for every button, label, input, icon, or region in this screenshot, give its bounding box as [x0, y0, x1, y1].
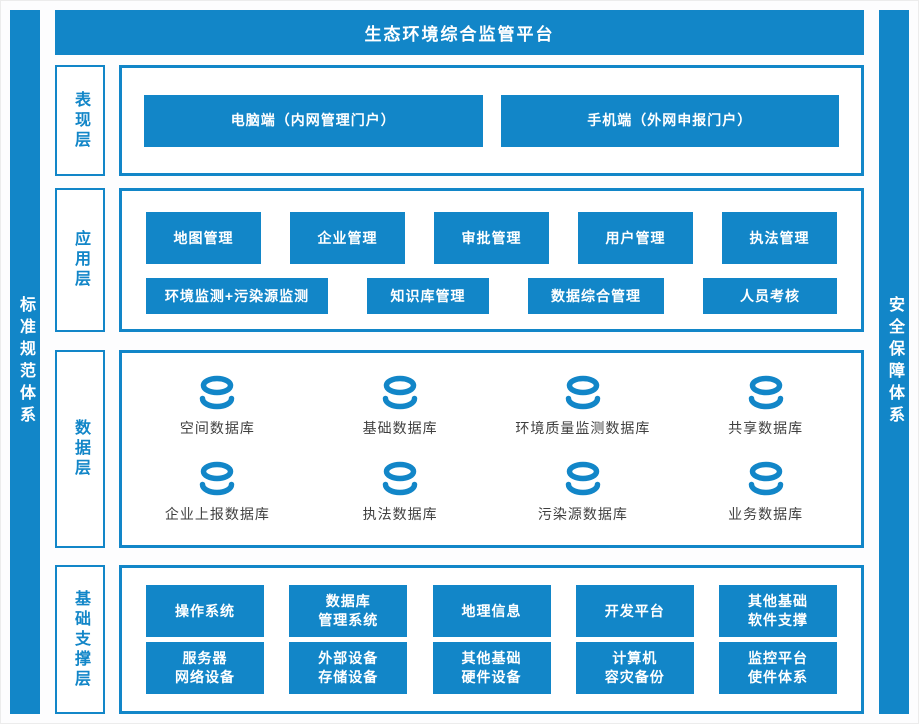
database-icon	[748, 461, 783, 495]
portal-pc-button: 电脑端（内网管理门户）	[144, 94, 483, 147]
infra-button: 监控平台 使件体系	[719, 642, 837, 694]
layer-foundation-label: 基础支撑层	[72, 589, 89, 690]
database-label: 共享数据库	[728, 419, 804, 436]
layer-foundation-body: 操作系统 数据库 管理系统 地理信息 开发平台 其他基础 软件支撑 服务器 网络…	[119, 565, 864, 714]
database-label: 基础数据库	[362, 419, 438, 436]
application-row-2: 环境监测+污染源监测 知识库管理 数据综合管理 人员考核	[146, 278, 837, 314]
infra-button: 操作系统	[146, 585, 264, 637]
platform-title-bar: 生态环境综合监管平台	[55, 10, 864, 55]
app-module-button: 环境监测+污染源监测	[146, 278, 328, 314]
app-module-button: 知识库管理	[367, 278, 489, 314]
database-icon	[565, 461, 601, 495]
app-module-button: 企业管理	[290, 212, 405, 264]
layer-data-labelbox: 数据层	[55, 350, 105, 548]
platform-title: 生态环境综合监管平台	[364, 25, 555, 44]
layer-data: 数据层 空间数据库 基础数据库	[55, 350, 864, 548]
foundation-row-2: 服务器 网络设备 外部设备 存储设备 其他基础 硬件设备 计算机 容灾备份 监控…	[146, 642, 837, 694]
diagram-center-column: 生态环境综合监管平台 表现层 电脑端（内网管理门户） 手机端（外网申报门户） 应…	[55, 10, 864, 714]
database-icon	[565, 375, 601, 409]
portal-mobile-button: 手机端（外网申报门户）	[500, 94, 839, 147]
layer-application-labelbox: 应用层	[55, 188, 105, 332]
database-label: 环境质量监测数据库	[515, 419, 651, 436]
infra-button: 数据库 管理系统	[289, 585, 408, 637]
infra-button: 地理信息	[432, 585, 551, 637]
database-label: 空间数据库	[179, 419, 255, 436]
app-module-button: 用户管理	[578, 212, 693, 264]
database-item: 污染源数据库	[492, 461, 675, 524]
layer-foundation: 基础支撑层 操作系统 数据库 管理系统 地理信息 开发平台 其他基础 软件支撑 …	[55, 565, 864, 714]
infra-button: 其他基础 软件支撑	[719, 585, 837, 637]
database-item: 企业上报数据库	[126, 461, 309, 524]
layer-data-body: 空间数据库 基础数据库 环境质量监测数据库	[119, 350, 864, 548]
layer-presentation-labelbox: 表现层	[55, 65, 105, 176]
database-label: 执法数据库	[362, 505, 438, 522]
database-item: 环境质量监测数据库	[492, 375, 675, 438]
layer-presentation-label: 表现层	[72, 90, 89, 151]
pillar-security-label: 安全保障体系	[886, 296, 903, 428]
database-item: 空间数据库	[126, 375, 309, 438]
layer-presentation: 表现层 电脑端（内网管理门户） 手机端（外网申报门户）	[55, 65, 864, 176]
pillar-standards-label: 标准规范体系	[17, 296, 34, 428]
database-icon	[200, 461, 235, 495]
infra-button: 计算机 容灾备份	[575, 642, 694, 694]
database-icon	[382, 461, 418, 495]
database-item: 共享数据库	[674, 375, 857, 438]
database-item: 基础数据库	[309, 375, 492, 438]
application-row-1: 地图管理 企业管理 审批管理 用户管理 执法管理	[146, 212, 837, 264]
database-label: 企业上报数据库	[164, 505, 270, 522]
database-item: 执法数据库	[309, 461, 492, 524]
database-label: 业务数据库	[728, 505, 804, 522]
foundation-row-1: 操作系统 数据库 管理系统 地理信息 开发平台 其他基础 软件支撑	[146, 585, 837, 637]
database-icon	[200, 375, 235, 409]
database-icon	[382, 375, 418, 409]
layer-application-label: 应用层	[72, 230, 89, 290]
layer-application-body: 地图管理 企业管理 审批管理 用户管理 执法管理 环境监测+污染源监测 知识库管…	[119, 188, 864, 332]
app-module-button: 数据综合管理	[528, 278, 664, 314]
app-module-button: 人员考核	[703, 278, 837, 314]
infra-button: 开发平台	[575, 585, 694, 637]
app-module-button: 审批管理	[434, 212, 549, 264]
database-item: 业务数据库	[674, 461, 857, 524]
layer-application: 应用层 地图管理 企业管理 审批管理 用户管理 执法管理 环境监测+污染源监测 …	[55, 188, 864, 332]
database-label: 污染源数据库	[537, 505, 628, 522]
layer-presentation-body: 电脑端（内网管理门户） 手机端（外网申报门户）	[119, 65, 864, 176]
database-icon	[748, 375, 783, 409]
pillar-security: 安全保障体系	[879, 10, 909, 714]
pillar-standards: 标准规范体系	[10, 10, 40, 714]
infra-button: 服务器 网络设备	[146, 642, 264, 694]
infra-button: 其他基础 硬件设备	[432, 642, 551, 694]
app-module-button: 执法管理	[722, 212, 837, 264]
app-module-button: 地图管理	[146, 212, 261, 264]
layer-foundation-labelbox: 基础支撑层	[55, 565, 105, 714]
layer-data-label: 数据层	[72, 419, 89, 479]
infra-button: 外部设备 存储设备	[289, 642, 408, 694]
